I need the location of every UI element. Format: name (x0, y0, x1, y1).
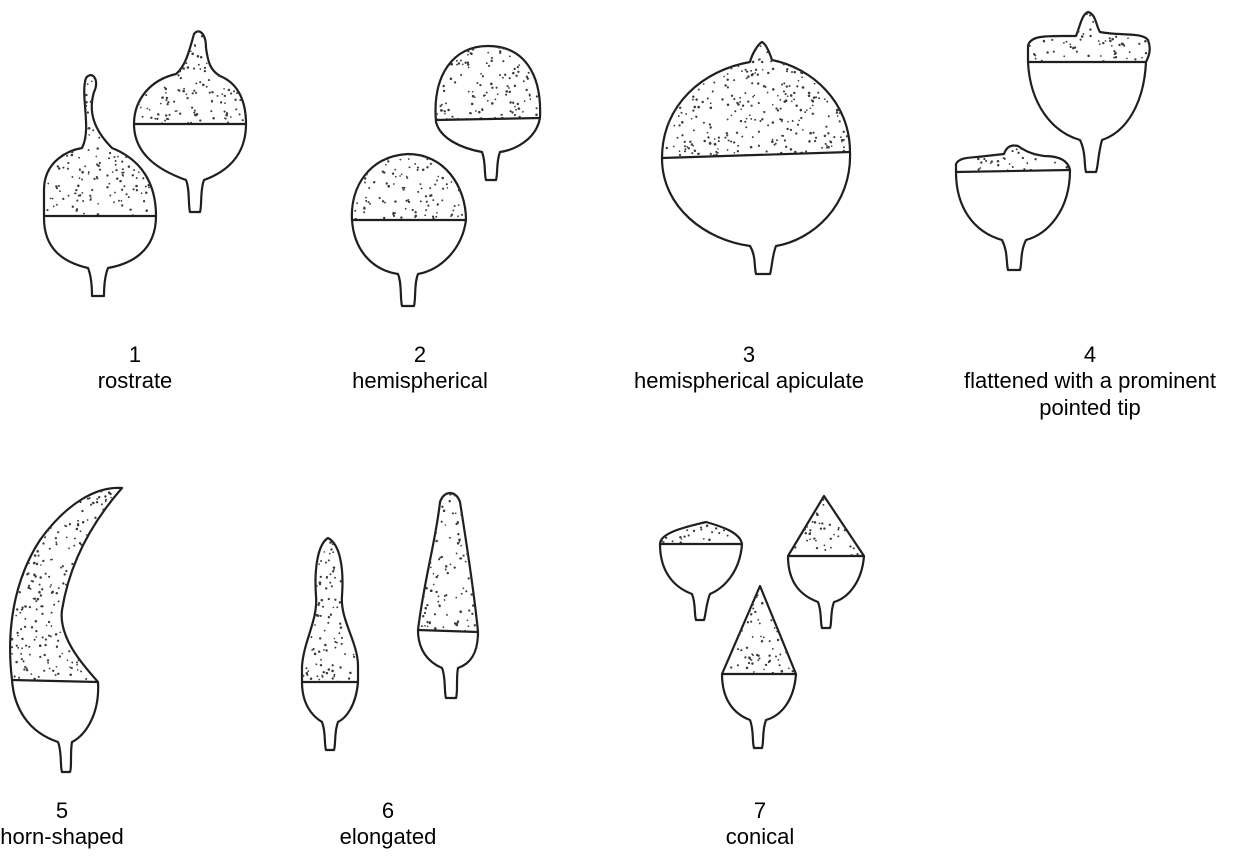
caption-1: 1 rostrate (98, 342, 173, 393)
caption-label: flattened with a prominent (964, 368, 1216, 393)
sporangium-conical-bottom (722, 586, 796, 748)
sporangium-conical-right (788, 496, 864, 628)
caption-number: 2 (414, 342, 426, 367)
sporangium-hemispherical-group (350, 43, 543, 306)
caption-label: rostrate (98, 368, 173, 393)
caption-number: 6 (382, 798, 394, 823)
caption-label: hemispherical apiculate (634, 368, 864, 393)
caption-2: 2 hemispherical (352, 342, 488, 393)
sporangium-elongated-right (418, 493, 478, 698)
caption-3: 3 hemispherical apiculate (634, 342, 864, 393)
caption-number: 7 (754, 798, 766, 823)
caption-label: elongated (340, 824, 437, 849)
caption-label: conical (726, 824, 794, 849)
sporangium-rostrate-group (43, 29, 247, 296)
caption-number: 1 (129, 342, 141, 367)
sporangium-elongated-left (302, 538, 358, 750)
sporangium-flattened-right (1028, 12, 1150, 172)
sporangium-hemispherical-apiculate-group (661, 39, 852, 274)
caption-number: 4 (1084, 342, 1096, 367)
caption-number: 5 (56, 798, 68, 823)
caption-label: horn-shaped (0, 824, 124, 849)
caption-7: 7 conical (726, 798, 794, 849)
sporangium-conical-left (660, 522, 742, 620)
sporangium-hemispherical-right (436, 46, 541, 180)
caption-5: 5 horn-shaped (0, 798, 124, 849)
caption-number: 3 (743, 342, 755, 367)
caption-4: 4 flattened with a prominent pointed tip (964, 342, 1216, 420)
sporangium-elongated-group (301, 490, 479, 750)
sporangium-horn-shaped (10, 488, 122, 772)
sporangium-hemispherical-left (352, 154, 466, 306)
sporangium-flattened-group (956, 9, 1152, 270)
caption-label: hemispherical (352, 368, 488, 393)
sporangium-flattened-left (956, 145, 1070, 270)
caption-label: pointed tip (1039, 395, 1141, 420)
sporangium-horn-shaped-group (5, 486, 123, 772)
sporangium-conical-group (660, 493, 864, 748)
caption-6: 6 elongated (340, 798, 437, 849)
